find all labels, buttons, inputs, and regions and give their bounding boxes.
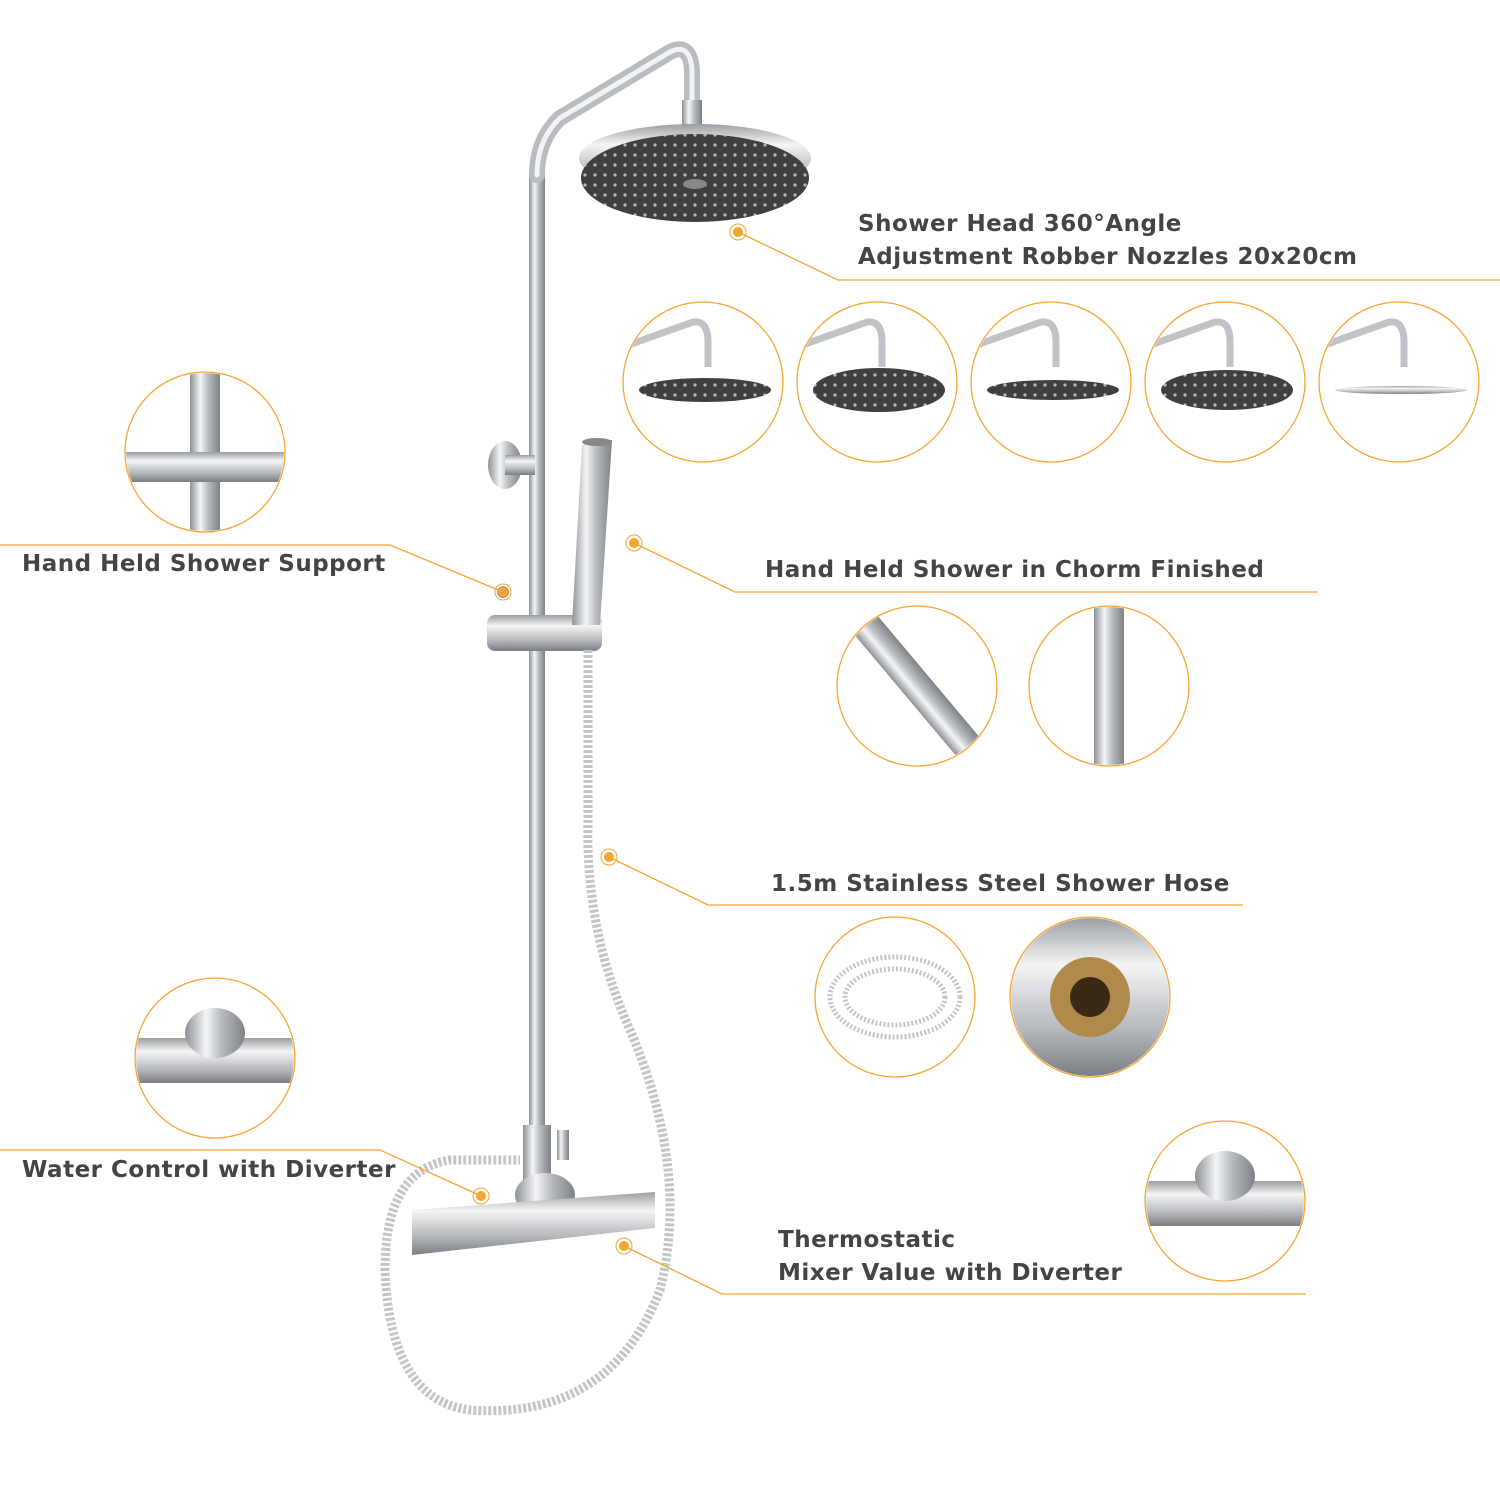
callout-dot xyxy=(615,1237,633,1255)
hand-shower-nozzle-detail xyxy=(1028,605,1190,767)
detail-circle-ring xyxy=(814,916,976,1078)
water-control-label: Water Control with Diverter xyxy=(22,1157,396,1183)
hand-shower-connector-detail xyxy=(836,605,998,767)
detail-circle-ring xyxy=(124,371,286,533)
shower-head xyxy=(579,100,811,222)
mixer-valve xyxy=(412,1125,655,1255)
support-label: Hand Held Shower Support xyxy=(22,551,386,577)
shower-hose xyxy=(380,650,675,1416)
callout-dot xyxy=(729,223,747,241)
diverter-detail xyxy=(134,977,296,1139)
support-bracket-detail xyxy=(124,371,286,533)
callout-dot xyxy=(494,583,512,601)
shower-head-label-line1: Shower Head 360°Angle xyxy=(858,211,1182,237)
hose-coil-detail xyxy=(814,916,976,1078)
detail-circle-ring xyxy=(836,605,998,767)
mixer-valve-detail xyxy=(1144,1120,1306,1282)
callout-dots xyxy=(472,223,747,1255)
detail-circle-ring xyxy=(970,301,1132,463)
hand-shower xyxy=(572,438,612,625)
hand-shower-label: Hand Held Shower in Chorm Finished xyxy=(765,557,1265,583)
detail-circles xyxy=(124,301,1480,1282)
shower-head-label: Shower Head 360°Angle Adjustment Robber … xyxy=(858,208,1358,274)
callout-lines xyxy=(0,231,1500,1295)
detail-circle-ring xyxy=(134,977,296,1139)
thermostatic-label-line1: Thermostatic xyxy=(778,1227,956,1253)
thermostatic-label-line2: Mixer Value with Diverter xyxy=(778,1260,1123,1286)
detail-circle-ring xyxy=(1009,916,1171,1078)
detail-circle-ring xyxy=(1144,301,1306,463)
detail-circle-ring xyxy=(1144,1120,1306,1282)
detail-circle-ring xyxy=(1028,605,1190,767)
shower-head-label-line2: Adjustment Robber Nozzles 20x20cm xyxy=(858,244,1358,270)
hose-label: 1.5m Stainless Steel Shower Hose xyxy=(771,871,1230,897)
shower-head-angle-view xyxy=(622,301,784,463)
detail-circle-ring xyxy=(1318,301,1480,463)
detail-circle-ring xyxy=(796,301,958,463)
hose-fitting-detail xyxy=(1009,916,1171,1078)
callout-dot xyxy=(625,534,643,552)
callout-dot xyxy=(600,848,618,866)
callout-dot xyxy=(472,1187,490,1205)
thermostatic-label: Thermostatic Mixer Value with Diverter xyxy=(778,1224,1122,1290)
shower-head-tilt-view xyxy=(796,301,958,463)
shower-head-side-view xyxy=(970,301,1132,463)
shower-head-top-view xyxy=(1144,301,1306,463)
detail-circle-ring xyxy=(622,301,784,463)
shower-head-flat-view xyxy=(1318,301,1480,463)
